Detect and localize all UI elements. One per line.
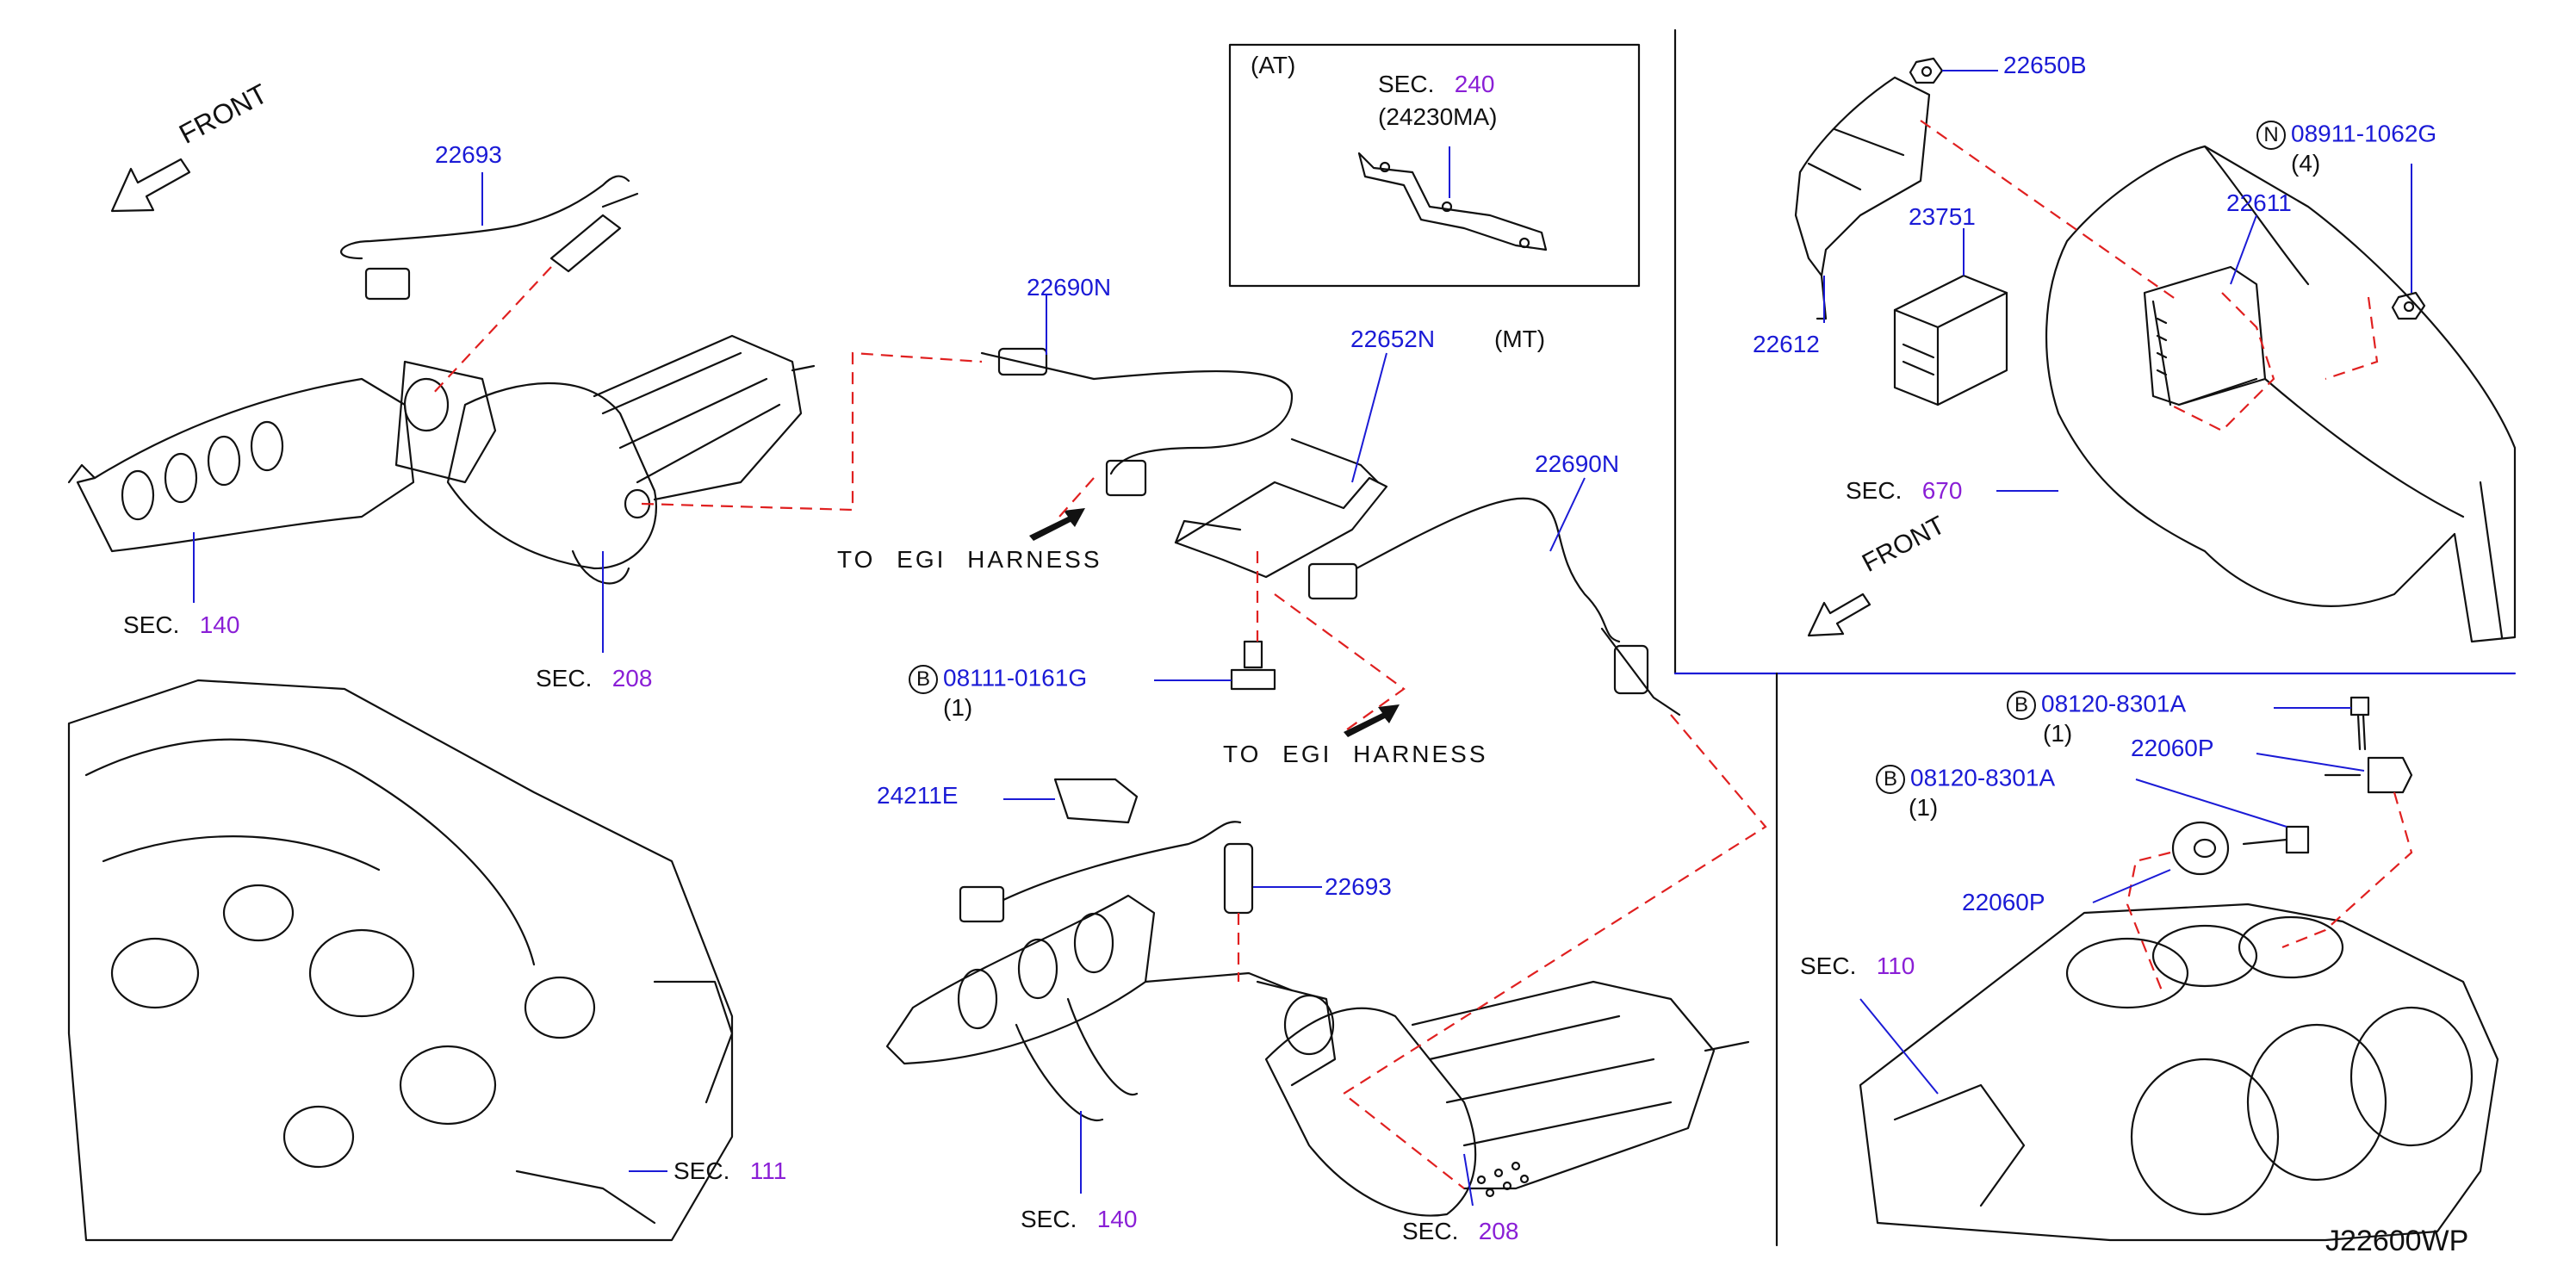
sec-number: 208 [611, 665, 653, 692]
sec-label-140-top: SEC. 140 [123, 611, 240, 638]
part-22693-top: 22693 [435, 141, 502, 168]
sec-number: 140 [1096, 1206, 1138, 1232]
sec-number: 110 [1876, 952, 1915, 979]
assembly-dash-lines [430, 120, 2413, 1189]
part-22060p-upper: 22060P [2131, 735, 2214, 761]
part-22693-bottom: 22693 [1325, 873, 1392, 900]
sec-number: 140 [199, 611, 240, 638]
vehicle-body-outline [2045, 145, 2517, 643]
catalytic-converter-top [446, 334, 816, 585]
inset-at-box [1228, 43, 1641, 288]
exhaust-manifold-top [67, 360, 497, 553]
front-arrow-icon-right [1807, 592, 1871, 637]
part-08120-8301a-lower: 08120-8301A [1910, 764, 2056, 791]
ecm-bracket-22612 [1794, 76, 1931, 320]
part-22612: 22612 [1753, 331, 1820, 357]
sec-label-111: SEC. 111 [673, 1157, 787, 1184]
sec-number: 670 [1921, 477, 1963, 504]
engine-left-111 [67, 679, 734, 1242]
circle-b-icon-2: B [2007, 691, 2036, 720]
bolt-08120-lower [2242, 825, 2310, 854]
oxygen-sensor-22690n-upper [980, 347, 1294, 497]
sec-label-208-bottom: SEC. 208 [1402, 1218, 1519, 1244]
circle-b-icon: B [909, 665, 938, 694]
exhaust-manifold-bottom [885, 894, 1337, 1122]
ecm-22611 [2143, 265, 2267, 406]
sec-number: 240 [1454, 71, 1495, 97]
part-22690n-right: 22690N [1535, 450, 1620, 477]
part-22690n-upper: 22690N [1027, 274, 1112, 301]
clip-24211e [1053, 778, 1139, 824]
qty-08120-upper: (1) [2043, 720, 2073, 747]
front-arrow-icon [110, 158, 191, 213]
sec-label-208-top: SEC. 208 [536, 665, 653, 692]
part-23751: 23751 [1909, 203, 1976, 230]
at-tag: (AT) [1251, 52, 1296, 78]
qty-08120-lower: (1) [1909, 794, 1939, 821]
part-22652n: 22652N [1350, 326, 1436, 352]
to-egi-harness-upper: TO EGI HARNESS [837, 546, 1102, 573]
part-08911-1062g: 08911-1062G [2291, 120, 2437, 147]
engine-block-110 [1859, 903, 2499, 1242]
module-23751 [1893, 274, 2008, 406]
at-ref-24230ma: (24230MA) [1378, 103, 1498, 130]
part-22650b: 22650B [2003, 52, 2087, 78]
nut-22650b [1909, 57, 1944, 84]
nut-08911 [2391, 291, 2426, 320]
sec-number: 208 [1478, 1218, 1519, 1244]
sec-label-140-bottom: SEC. 140 [1021, 1206, 1138, 1232]
bolt-08111 [1230, 640, 1276, 691]
to-egi-arrow-icon [1029, 508, 1400, 737]
leader-lines [193, 70, 2412, 1207]
bolt-08120-upper [2349, 696, 2370, 751]
to-egi-harness-lower: TO EGI HARNESS [1223, 741, 1488, 767]
bracket-at-24230ma [1357, 152, 1548, 251]
part-08120-8301a-upper: 08120-8301A [2041, 690, 2187, 717]
part-24211e: 24211E [877, 782, 959, 809]
knock-sensor-22060p-upper [2324, 756, 2413, 794]
sec-label-110: SEC. 110 [1800, 952, 1915, 979]
bracket-22652n [1174, 437, 1388, 579]
catalytic-converter-bottom [1264, 980, 1750, 1217]
part-08111-0161g: 08111-0161G [943, 664, 1088, 692]
qty-08111: (1) [943, 694, 973, 721]
sec-number: 111 [749, 1157, 787, 1184]
circle-n-icon: N [2256, 121, 2286, 150]
knock-sensor-22060p-lower [2171, 821, 2230, 876]
circle-b-icon-3: B [1876, 765, 1905, 794]
diagram-code: J22600WP [2325, 1225, 2469, 1257]
part-22611: 22611 [2226, 189, 2292, 216]
sec-label-670: SEC. 670 [1846, 477, 1963, 504]
sec-label-240: SEC. 240 [1378, 71, 1495, 97]
oxygen-sensor-top [340, 175, 639, 301]
oxygen-sensor-22690n-right [1307, 497, 1681, 717]
mt-tag: (MT) [1494, 326, 1546, 352]
qty-08911: (4) [2291, 150, 2321, 177]
part-22060p-lower: 22060P [1962, 889, 2045, 915]
